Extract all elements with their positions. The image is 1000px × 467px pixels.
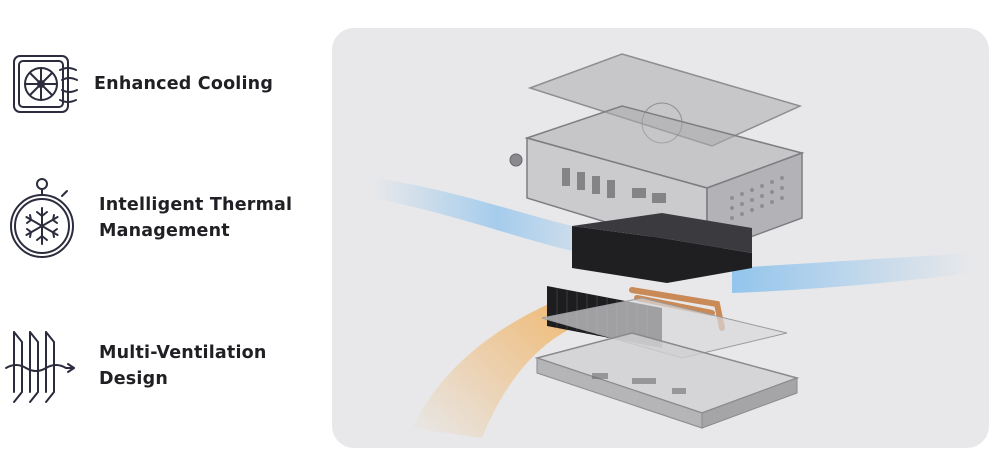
blower-fan [572, 226, 752, 283]
ventilation-fins-icon [2, 326, 82, 406]
cool-airflow-right [732, 253, 972, 293]
feature-intelligent-thermal-management: Intelligent Thermal Management [2, 178, 292, 258]
feature-label: Multi-Ventilation Design [99, 343, 267, 389]
feature-multi-ventilation-design: Multi-Ventilation Design [2, 326, 267, 406]
feature-label: Enhanced Cooling [94, 74, 274, 94]
stopwatch-snowflake-icon [2, 178, 82, 258]
mini-pc-exploded-illustration [372, 53, 972, 438]
feature-label: Intelligent Thermal Management [99, 195, 293, 241]
cool-airflow-left [372, 178, 582, 253]
product-exploded-view [332, 28, 989, 448]
feature-enhanced-cooling: Enhanced Cooling [6, 44, 273, 124]
cooling-fan-icon [6, 44, 86, 124]
warm-airflow [412, 298, 572, 438]
